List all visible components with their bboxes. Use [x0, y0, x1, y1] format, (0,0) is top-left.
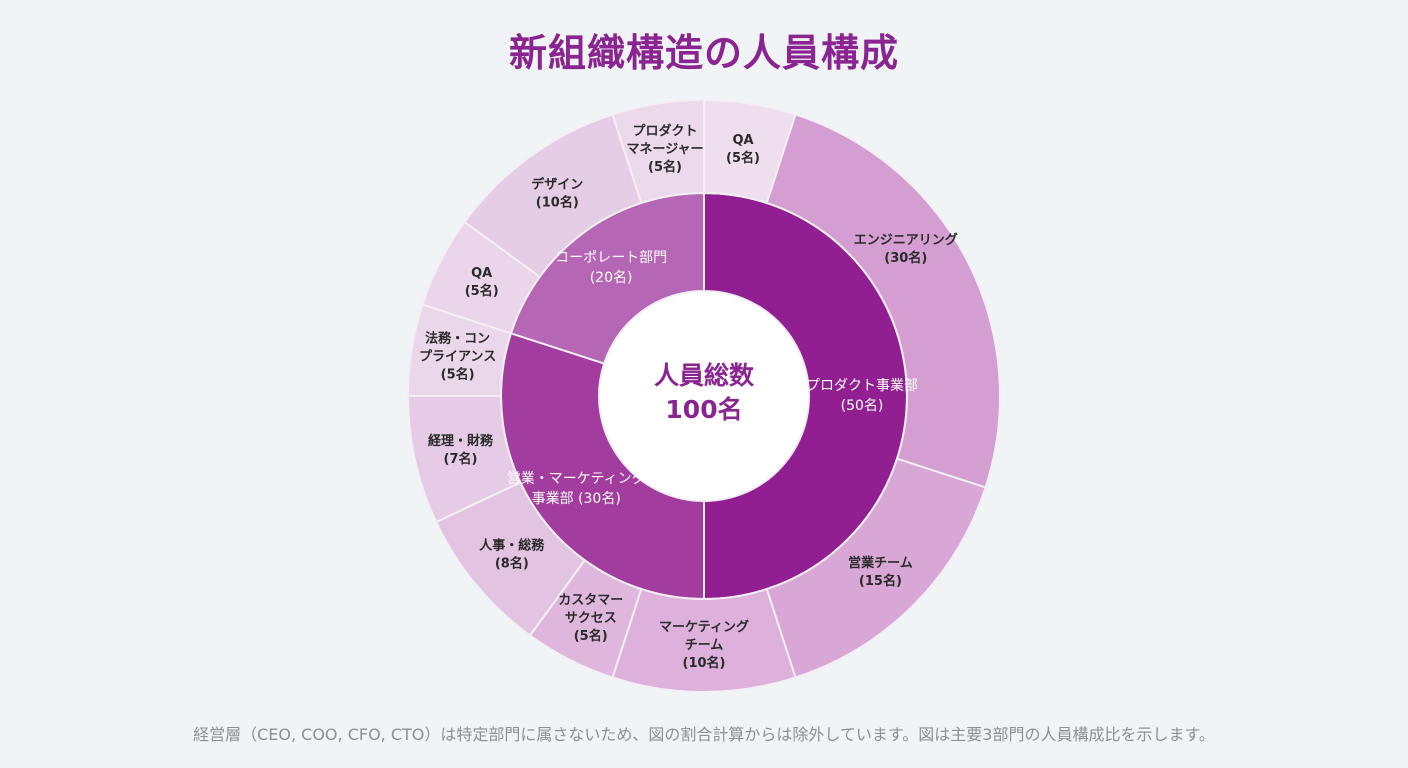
outer-label-2: 営業チーム(15名) — [848, 555, 913, 589]
outer-label-8: QA(5名) — [465, 266, 499, 299]
outer-label-5: 人事・総務(8名) — [479, 538, 545, 572]
outer-label-9: デザイン(10名) — [531, 177, 583, 211]
outer-label-10: プロダクトマネージャー(5名) — [626, 123, 703, 175]
footnote: 経営層（CEO, COO, CFO, CTO）は特定部門に属さないため、図の割合… — [193, 725, 1215, 744]
outer-label-1: エンジニアリング(30名) — [854, 232, 958, 266]
outer-label-11: QA(5名) — [726, 133, 760, 166]
outer-label-4: カスタマーサクセス(5名) — [558, 593, 623, 644]
chart-title: 新組織構造の人員構成 — [508, 31, 899, 75]
inner-label-3: コーポレート部門(20名) — [555, 250, 667, 286]
inner-label-2: 営業・マーケティング事業部 (30名) — [507, 471, 646, 507]
outer-label-7: 法務・コンプライアンス(5名) — [419, 331, 496, 383]
center-circle — [600, 292, 808, 500]
outer-segment-11 — [703, 98, 797, 205]
outer-segment-1 — [703, 98, 1001, 489]
outer-label-3: マーケティングチーム(10名) — [659, 619, 749, 671]
outer-label-6: 経理・財務(7名) — [428, 433, 494, 467]
inner-label-1: プロダクト事業部(50名) — [806, 378, 918, 414]
